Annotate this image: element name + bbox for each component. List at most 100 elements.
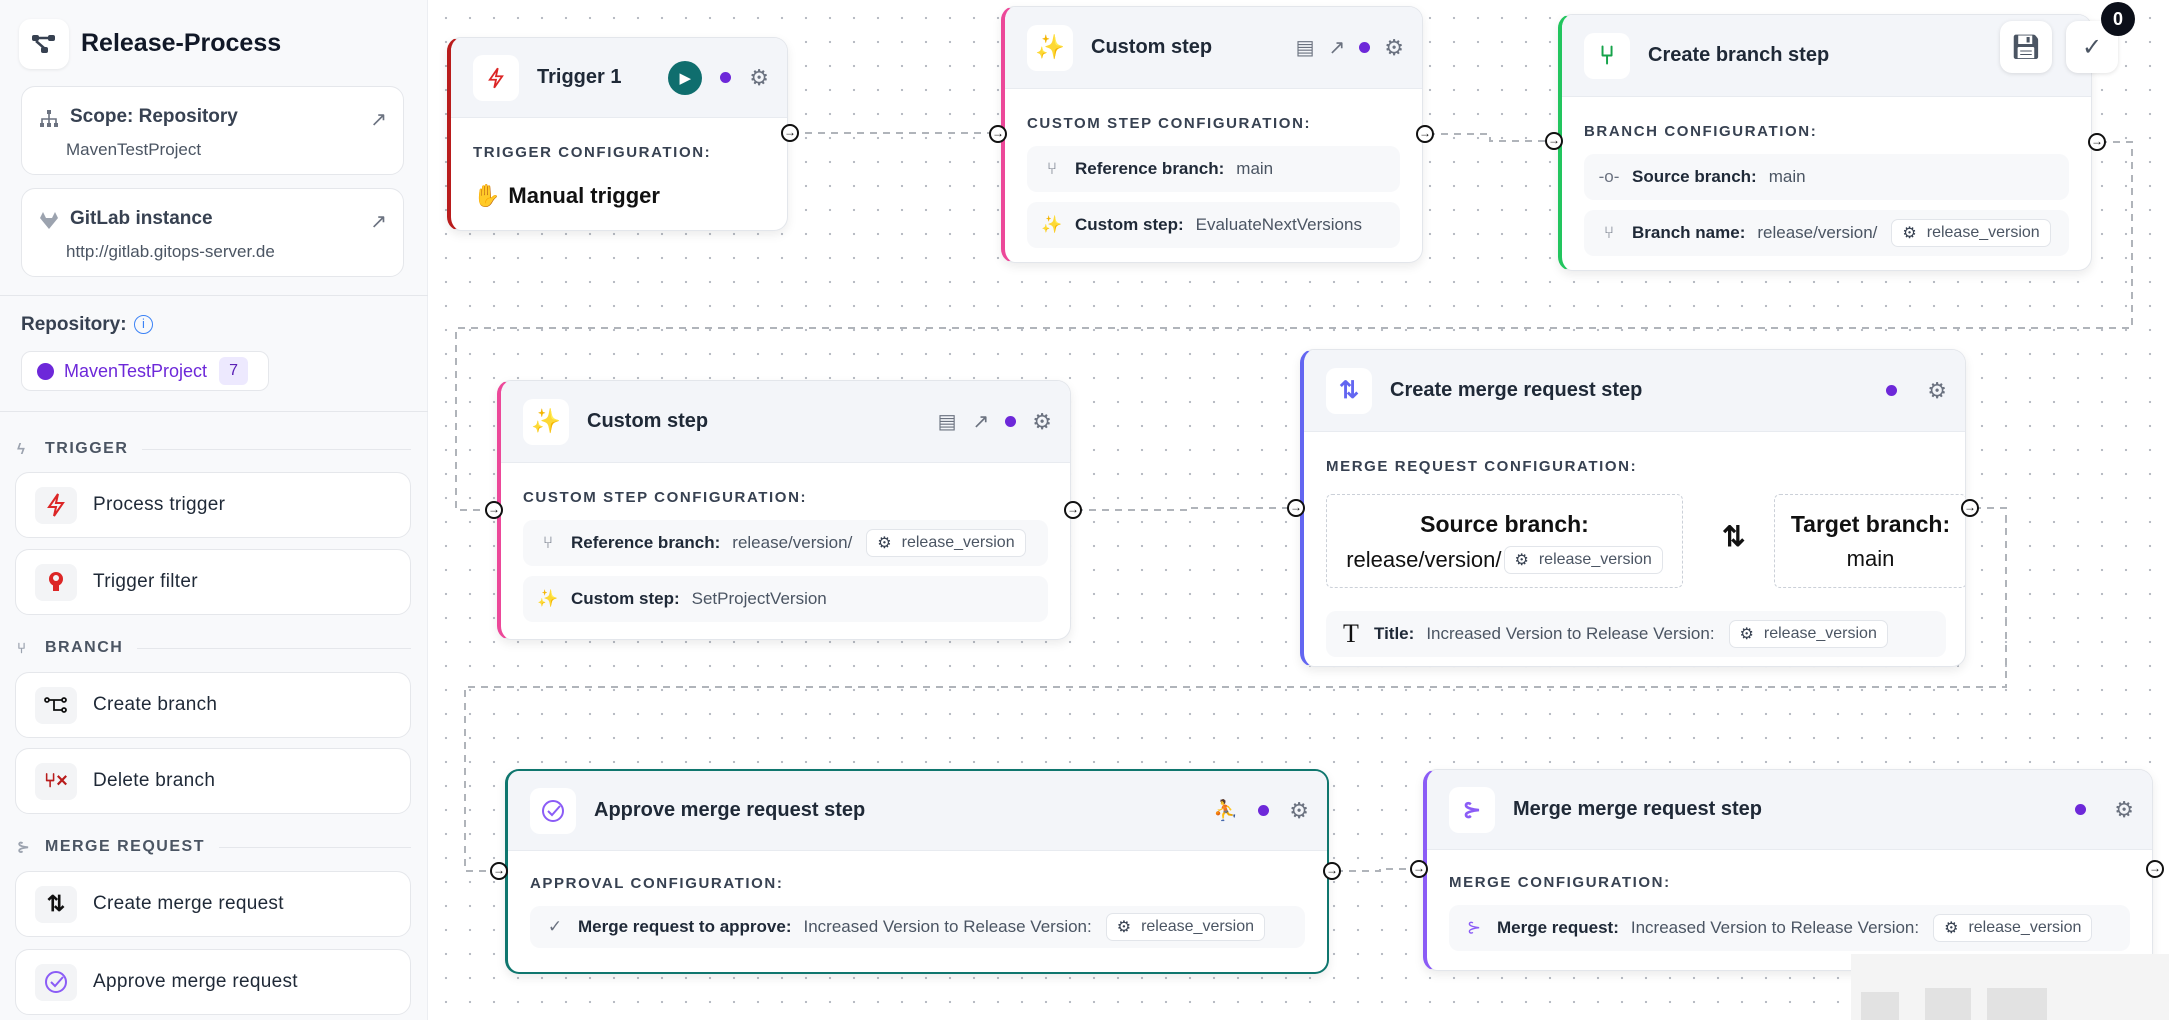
pull-request-arrow-icon: ⇅ bbox=[1722, 521, 1746, 552]
row-label: Branch name: bbox=[1632, 223, 1746, 242]
output-handle[interactable]: → bbox=[1064, 501, 1082, 519]
info-icon[interactable]: i bbox=[134, 315, 153, 334]
node-create-branch[interactable]: ⑂ Create branch step BRANCH CONFIGURATIO… bbox=[1558, 14, 2092, 271]
check-circle-icon: ✓ bbox=[547, 917, 563, 936]
source-branch-value: release/version/ bbox=[1346, 547, 1502, 572]
node-approve-merge-request[interactable]: Approve merge request step ⛹ ⚙ APPROVAL … bbox=[505, 769, 1329, 974]
config-row: ⑂Branch name:release/version/⚙release_ve… bbox=[1584, 210, 2069, 256]
lightning-icon: ϟ bbox=[17, 440, 27, 458]
section-title: TRIGGER bbox=[45, 440, 129, 457]
palette-item-create-branch[interactable]: Create branch bbox=[15, 672, 411, 738]
gitlab-card[interactable]: GitLab instance http://gitlab.gitops-ser… bbox=[21, 188, 404, 277]
node-title: Merge merge request step bbox=[1513, 798, 1762, 820]
row-value: release/version/ bbox=[732, 533, 853, 552]
clipboard-icon[interactable]: ▤ bbox=[937, 411, 957, 433]
scope-card[interactable]: Scope: Repository MavenTestProject ↗ bbox=[21, 86, 404, 175]
row-label: Source branch: bbox=[1632, 167, 1757, 186]
config-label: BRANCH CONFIGURATION: bbox=[1584, 123, 1818, 140]
palette-item-trigger-filter[interactable]: Trigger filter bbox=[15, 549, 411, 615]
gear-icon: ⚙ bbox=[877, 535, 892, 552]
clipboard-icon[interactable]: ▤ bbox=[1295, 37, 1315, 59]
section-title: MERGE REQUEST bbox=[45, 838, 205, 855]
row-value: Increased Version to Release Version: bbox=[803, 917, 1092, 936]
gear-icon[interactable]: ⚙ bbox=[1032, 408, 1052, 434]
palette-item-create-merge-request[interactable]: ⇅ Create merge request bbox=[15, 871, 411, 937]
input-handle[interactable]: → bbox=[989, 125, 1007, 143]
node-merge-merge-request[interactable]: ⊱ Merge merge request step ⚙ MERGE CONFI… bbox=[1423, 769, 2153, 971]
input-handle[interactable]: → bbox=[1545, 132, 1563, 150]
node-title: Trigger 1 bbox=[537, 66, 622, 88]
user-approve-icon[interactable]: ⛹ bbox=[1213, 800, 1239, 822]
validate-button[interactable]: ✓ bbox=[2066, 21, 2118, 73]
hierarchy-icon bbox=[39, 109, 61, 131]
minimap[interactable] bbox=[1851, 954, 2169, 1020]
process-title: Release-Process bbox=[81, 29, 282, 57]
row-value: Increased Version to Release Version: bbox=[1630, 918, 1920, 937]
gear-icon: ⚙ bbox=[1514, 552, 1529, 569]
target-branch-label: Target branch: bbox=[1790, 511, 1951, 537]
config-label: CUSTOM STEP CONFIGURATION: bbox=[1027, 115, 1312, 132]
run-button[interactable]: ▶ bbox=[668, 60, 703, 95]
row-value: main bbox=[1768, 167, 1806, 186]
config-row: -o- Source branch: main bbox=[1584, 154, 2069, 200]
output-handle[interactable]: → bbox=[2146, 860, 2164, 878]
gear-icon[interactable]: ⚙ bbox=[1289, 797, 1309, 823]
palette-item-label: Delete branch bbox=[93, 770, 216, 791]
output-handle[interactable]: → bbox=[1961, 499, 1979, 517]
node-title: Create merge request step bbox=[1390, 379, 1643, 401]
gear-icon[interactable]: ⚙ bbox=[1384, 34, 1404, 60]
section-branch: ⑂BRANCH bbox=[17, 639, 411, 657]
magic-wand-icon: ✨ bbox=[523, 398, 569, 445]
repository-count-badge: 7 bbox=[219, 357, 248, 385]
palette-item-process-trigger[interactable]: Process trigger bbox=[15, 472, 411, 538]
input-handle[interactable]: → bbox=[485, 501, 503, 519]
branch-delete-icon: ⑂× bbox=[35, 762, 77, 800]
gitlab-icon bbox=[39, 211, 61, 233]
branch-create-icon bbox=[35, 686, 77, 724]
gear-icon: ⚙ bbox=[1902, 225, 1917, 242]
palette-item-delete-branch[interactable]: ⑂× Delete branch bbox=[15, 748, 411, 814]
config-label: APPROVAL CONFIGURATION: bbox=[530, 875, 784, 892]
node-trigger[interactable]: Trigger 1 ▶ ⚙ TRIGGER CONFIGURATION: ✋Ma… bbox=[447, 37, 788, 231]
row-value: release/version/ bbox=[1757, 223, 1878, 242]
output-handle[interactable]: → bbox=[2088, 133, 2106, 151]
sidebar: Release-Process Scope: Repository MavenT… bbox=[0, 0, 428, 1020]
branch-icon: ⑂ bbox=[1046, 159, 1058, 178]
output-handle[interactable]: → bbox=[1323, 862, 1341, 880]
node-create-merge-request[interactable]: ⇅ Create merge request step ⚙ MERGE REQU… bbox=[1300, 349, 1966, 667]
row-value: SetProjectVersion bbox=[691, 589, 827, 608]
external-link-icon[interactable]: ↗ bbox=[1328, 37, 1346, 59]
filter-icon bbox=[35, 563, 77, 601]
node-title: Create branch step bbox=[1648, 44, 1830, 66]
input-handle[interactable]: → bbox=[1287, 499, 1305, 517]
external-link-icon[interactable]: ↗ bbox=[370, 211, 387, 233]
validation-count-badge: 0 bbox=[2101, 2, 2135, 36]
merge-icon: ⊱ bbox=[17, 839, 32, 856]
target-branch-box: Target branch: main bbox=[1774, 494, 1965, 588]
palette-item-approve-merge-request[interactable]: Approve merge request bbox=[15, 949, 411, 1015]
hand-icon: ✋ bbox=[473, 183, 501, 208]
pull-request-icon: ⇅ bbox=[1326, 367, 1372, 414]
gear-icon[interactable]: ⚙ bbox=[2114, 796, 2134, 822]
gear-icon: ⚙ bbox=[1739, 626, 1754, 643]
gear-icon[interactable]: ⚙ bbox=[1927, 377, 1947, 403]
output-handle[interactable]: → bbox=[1416, 125, 1434, 143]
row-value: main bbox=[1236, 159, 1274, 178]
output-handle[interactable]: → bbox=[781, 124, 799, 142]
config-row: ⑂Reference branch:release/version/⚙relea… bbox=[523, 520, 1048, 566]
repository-name: MavenTestProject bbox=[64, 360, 208, 381]
gear-icon[interactable]: ⚙ bbox=[749, 64, 769, 90]
save-button[interactable]: 💾︎ bbox=[2000, 21, 2052, 73]
input-handle[interactable]: → bbox=[1410, 860, 1428, 878]
row-label: Reference branch: bbox=[1075, 159, 1225, 178]
commit-icon: -o- bbox=[1598, 167, 1620, 186]
scope-value: MavenTestProject bbox=[66, 140, 202, 159]
repository-chip[interactable]: MavenTestProject 7 bbox=[21, 351, 269, 391]
config-label: TRIGGER CONFIGURATION: bbox=[473, 144, 712, 161]
node-custom-step-2[interactable]: ✨ Custom step ▤ ↗ ⚙ CUSTOM STEP CONFIGUR… bbox=[497, 380, 1071, 640]
external-link-icon[interactable]: ↗ bbox=[370, 109, 387, 131]
node-custom-step-1[interactable]: ✨ Custom step ▤ ↗ ⚙ CUSTOM STEP CONFIGUR… bbox=[1001, 6, 1423, 263]
input-handle[interactable]: → bbox=[490, 862, 508, 880]
external-link-icon[interactable]: ↗ bbox=[972, 411, 990, 433]
config-label: CUSTOM STEP CONFIGURATION: bbox=[523, 489, 808, 506]
